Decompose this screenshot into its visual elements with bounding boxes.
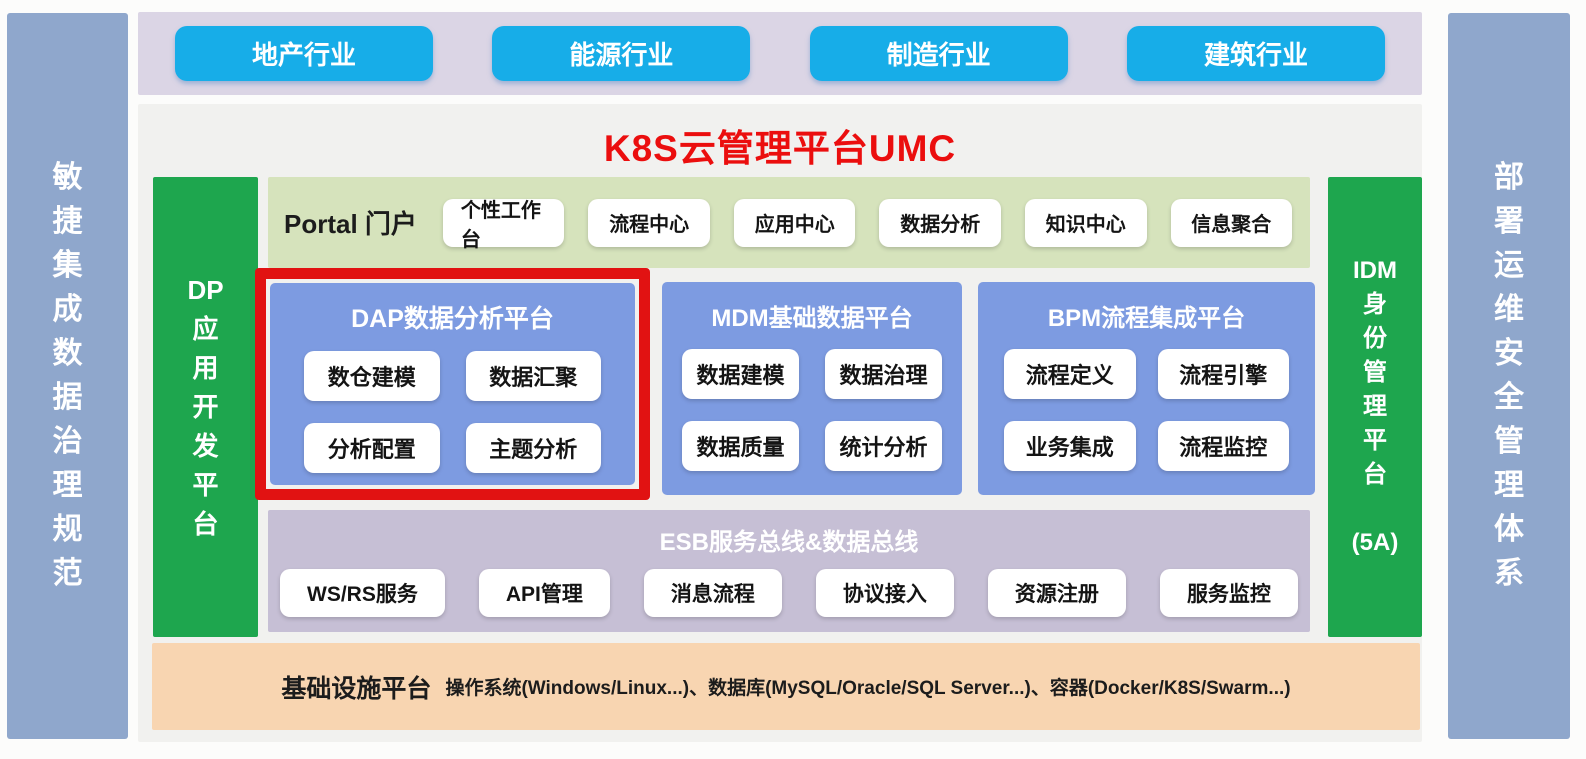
bpm-button-grid: 流程定义 流程引擎 业务集成 流程监控 (978, 349, 1315, 471)
dp-platform-bar: DP 应 用 开 发 平 台 (153, 177, 258, 637)
portal-button-group: 个性工作台 流程中心 应用中心 数据分析 知识中心 信息聚合 (442, 198, 1293, 251)
dap-item-data-aggregation: 数据汇聚 (465, 351, 601, 401)
mdm-panel: MDM基础数据平台 数据建模 数据治理 数据质量 统计分析 (662, 282, 962, 495)
portal-item-process-center: 流程中心 (588, 198, 710, 247)
portal-item-knowledge-center: 知识中心 (1024, 198, 1147, 247)
portal-item-app-center: 应用中心 (733, 198, 856, 247)
dp-platform-bar-text: DP 应 用 开 发 平 台 (187, 274, 224, 539)
mdm-panel-title: MDM基础数据平台 (711, 305, 913, 332)
mdm-button-grid: 数据建模 数据治理 数据质量 统计分析 (662, 349, 962, 471)
left-side-banner: 敏 捷 集 成 数 据 治 理 规 范 (7, 13, 128, 739)
dap-item-warehouse-modeling: 数仓建模 (304, 351, 440, 401)
esb-section: ESB服务总线&数据总线 WS/RS服务 API管理 消息流程 协议接入 资源注… (268, 510, 1310, 632)
esb-item-ws-rs-service: WS/RS服务 (280, 569, 445, 617)
bpm-panel: BPM流程集成平台 流程定义 流程引擎 业务集成 流程监控 (978, 282, 1315, 495)
portal-section: Portal 门户 个性工作台 流程中心 应用中心 数据分析 知识中心 信息聚合 (268, 177, 1310, 268)
industry-tab-energy: 能源行业 (492, 26, 751, 81)
portal-item-data-analysis: 数据分析 (879, 198, 1001, 247)
mdm-item-statistical-analysis: 统计分析 (825, 421, 942, 471)
portal-section-label: Portal 门户 (284, 209, 417, 239)
esb-item-resource-registration: 资源注册 (987, 569, 1126, 617)
esb-item-api-management: API管理 (478, 569, 610, 617)
dap-highlight-box: DAP数据分析平台 数仓建模 数据汇聚 分析配置 主题分析 (255, 268, 650, 500)
dap-item-topic-analysis: 主题分析 (465, 423, 601, 473)
dap-button-grid: 数仓建模 数据汇聚 分析配置 主题分析 (270, 351, 635, 473)
bpm-panel-title: BPM流程集成平台 (1047, 305, 1246, 332)
idm-platform-bar-text: IDM 身 份 管 理 平 台 (5A) (1351, 256, 1399, 557)
platform-panel: K8S云管理平台UMC DP 应 用 开 发 平 台 IDM 身 份 管 理 平… (138, 104, 1422, 742)
dap-panel: DAP数据分析平台 数仓建模 数据汇聚 分析配置 主题分析 (270, 283, 635, 485)
esb-section-title: ESB服务总线&数据总线 (659, 529, 919, 556)
left-side-banner-text: 敏 捷 集 成 数 据 治 理 规 范 (52, 160, 83, 591)
bpm-item-process-monitoring: 流程监控 (1157, 421, 1289, 471)
esb-item-message-flow: 消息流程 (643, 569, 782, 617)
mdm-item-data-governance: 数据治理 (825, 349, 942, 399)
esb-item-service-monitoring: 服务监控 (1159, 569, 1298, 617)
bpm-item-business-integration: 业务集成 (1004, 421, 1136, 471)
portal-item-workbench: 个性工作台 (442, 198, 565, 251)
bpm-item-process-engine: 流程引擎 (1157, 349, 1289, 399)
mdm-item-data-modeling: 数据建模 (682, 349, 799, 399)
page-title: K8S云管理平台UMC (603, 128, 957, 169)
infrastructure-section: 基础设施平台 操作系统(Windows/Linux...)、数据库(MySQL/… (152, 643, 1420, 730)
idm-platform-bar: IDM 身 份 管 理 平 台 (5A) (1328, 177, 1422, 637)
industry-tab-manufacturing: 制造行业 (809, 26, 1068, 81)
dap-panel-title: DAP数据分析平台 (351, 305, 554, 333)
infrastructure-detail: 操作系统(Windows/Linux...)、数据库(MySQL/Oracle/… (445, 678, 1291, 699)
industry-tab-construction: 建筑行业 (1126, 26, 1385, 81)
dap-item-analysis-config: 分析配置 (304, 423, 440, 473)
bpm-item-process-definition: 流程定义 (1004, 349, 1136, 399)
right-side-banner: 部 署 运 维 安 全 管 理 体 系 (1448, 13, 1570, 739)
esb-item-protocol-access: 协议接入 (815, 569, 954, 617)
esb-button-group: WS/RS服务 API管理 消息流程 协议接入 资源注册 服务监控 (268, 569, 1310, 617)
industry-tab-real-estate: 地产行业 (175, 26, 433, 81)
infrastructure-label: 基础设施平台 (281, 674, 432, 703)
right-side-banner-text: 部 署 运 维 安 全 管 理 体 系 (1494, 160, 1524, 591)
mdm-item-data-quality: 数据质量 (682, 421, 799, 471)
industry-tab-bar: 地产行业 能源行业 制造行业 建筑行业 (138, 12, 1422, 95)
portal-item-info-aggregation: 信息聚合 (1170, 198, 1293, 247)
